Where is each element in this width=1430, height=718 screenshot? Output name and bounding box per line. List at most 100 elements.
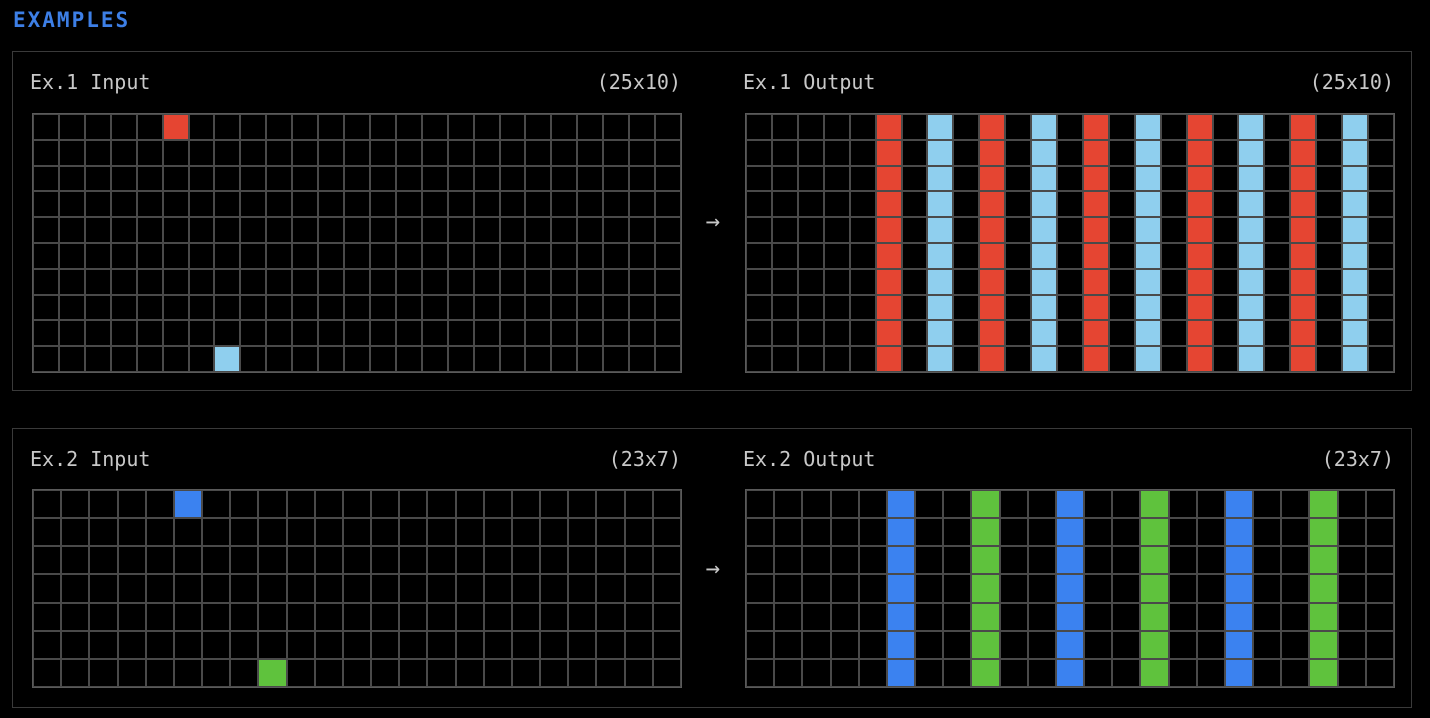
grid-cell bbox=[136, 242, 163, 269]
grid-cell bbox=[89, 602, 118, 631]
grid-cell bbox=[1005, 191, 1032, 218]
grid-cell bbox=[1082, 191, 1109, 218]
grid-cell bbox=[1368, 217, 1394, 243]
grid-cell bbox=[342, 546, 372, 575]
grid-cell bbox=[61, 490, 90, 519]
grid-cell bbox=[771, 165, 798, 192]
grid-cell bbox=[473, 242, 500, 269]
grid-cell bbox=[849, 268, 876, 295]
grid-cell bbox=[979, 217, 1006, 243]
grid-cell bbox=[145, 574, 174, 603]
input-label: Ex.2 Input bbox=[30, 447, 151, 471]
grid-cell bbox=[61, 630, 90, 659]
grid-cell bbox=[629, 346, 656, 372]
grid-cell bbox=[1084, 630, 1113, 659]
grid-cell bbox=[1031, 165, 1058, 192]
grid-cell bbox=[901, 191, 928, 218]
input-dims: (23x7) bbox=[608, 447, 681, 471]
grid-cell bbox=[901, 268, 928, 295]
grid-cell bbox=[1134, 242, 1161, 269]
grid-cell bbox=[823, 242, 850, 269]
grid-cell bbox=[1290, 346, 1317, 372]
grid-cell bbox=[240, 217, 267, 243]
grid-cell bbox=[999, 518, 1028, 547]
grid-cell bbox=[1082, 114, 1109, 140]
grid-cell bbox=[1212, 268, 1239, 295]
grid-cell bbox=[1212, 165, 1239, 192]
grid-cell bbox=[117, 518, 146, 547]
grid-cell bbox=[1337, 518, 1366, 547]
grid-cell bbox=[202, 630, 231, 659]
grid-cell bbox=[399, 658, 428, 687]
input-label: Ex.1 Input bbox=[30, 70, 151, 94]
input-grid bbox=[32, 489, 682, 688]
grid-cell bbox=[568, 490, 597, 519]
grid-cell bbox=[1057, 139, 1083, 166]
input-grid bbox=[32, 113, 682, 373]
grid-cell bbox=[1027, 602, 1056, 631]
grid-cell bbox=[258, 574, 287, 603]
grid-cell bbox=[447, 139, 474, 166]
grid-cell bbox=[318, 217, 345, 243]
grid-cell bbox=[901, 165, 928, 192]
grid-cell bbox=[1316, 165, 1343, 192]
grid-cell bbox=[1108, 294, 1135, 321]
grid-cell bbox=[746, 242, 772, 269]
grid-cell bbox=[1134, 217, 1161, 243]
grid-cell bbox=[89, 658, 118, 687]
grid-cell bbox=[33, 217, 59, 243]
grid-cell bbox=[1342, 268, 1369, 295]
grid-cell bbox=[596, 574, 625, 603]
grid-cell bbox=[344, 242, 370, 269]
grid-cell bbox=[473, 294, 500, 321]
grid-cell bbox=[971, 658, 1000, 687]
grid-cell bbox=[1108, 139, 1135, 166]
grid-cell bbox=[188, 114, 215, 140]
grid-cell bbox=[1134, 346, 1161, 372]
grid-cell bbox=[292, 165, 319, 192]
grid-cell bbox=[1212, 139, 1239, 166]
grid-cell bbox=[1160, 346, 1187, 372]
grid-cell bbox=[1342, 191, 1369, 218]
grid-cell bbox=[58, 114, 85, 140]
grid-cell bbox=[886, 574, 916, 603]
grid-cell bbox=[1368, 139, 1394, 166]
grid-cell bbox=[746, 602, 775, 631]
grid-cell bbox=[901, 217, 928, 243]
grid-cell bbox=[371, 630, 400, 659]
grid-cell bbox=[1140, 574, 1169, 603]
grid-cell bbox=[525, 268, 552, 295]
grid-cell bbox=[774, 602, 803, 631]
grid-cell bbox=[447, 191, 474, 218]
grid-cell bbox=[58, 242, 85, 269]
grid-cell bbox=[1238, 217, 1265, 243]
grid-cell bbox=[511, 630, 541, 659]
output-dims: (25x10) bbox=[1309, 70, 1394, 94]
grid-cell bbox=[886, 602, 916, 631]
grid-cell bbox=[1082, 242, 1109, 269]
grid-cell bbox=[173, 518, 203, 547]
grid-cell bbox=[258, 602, 287, 631]
grid-cell bbox=[1238, 114, 1265, 140]
grid-cell bbox=[1112, 574, 1141, 603]
grid-cell bbox=[342, 658, 372, 687]
grid-cell bbox=[58, 268, 85, 295]
grid-cell bbox=[33, 546, 62, 575]
grid-cell bbox=[483, 546, 512, 575]
grid-cell bbox=[61, 518, 90, 547]
grid-cell bbox=[1112, 546, 1141, 575]
grid-cell bbox=[33, 574, 62, 603]
grid-cell bbox=[314, 602, 343, 631]
grid-cell bbox=[624, 574, 653, 603]
grid-cell bbox=[369, 268, 396, 295]
grid-cell bbox=[849, 346, 876, 372]
output-grid bbox=[745, 489, 1395, 688]
grid-cell bbox=[89, 490, 118, 519]
grid-cell bbox=[1082, 294, 1109, 321]
grid-cell bbox=[979, 139, 1006, 166]
grid-cell bbox=[399, 602, 428, 631]
grid-cell bbox=[953, 165, 980, 192]
grid-cell bbox=[33, 630, 62, 659]
grid-cell bbox=[342, 518, 372, 547]
grid-cell bbox=[1160, 217, 1187, 243]
